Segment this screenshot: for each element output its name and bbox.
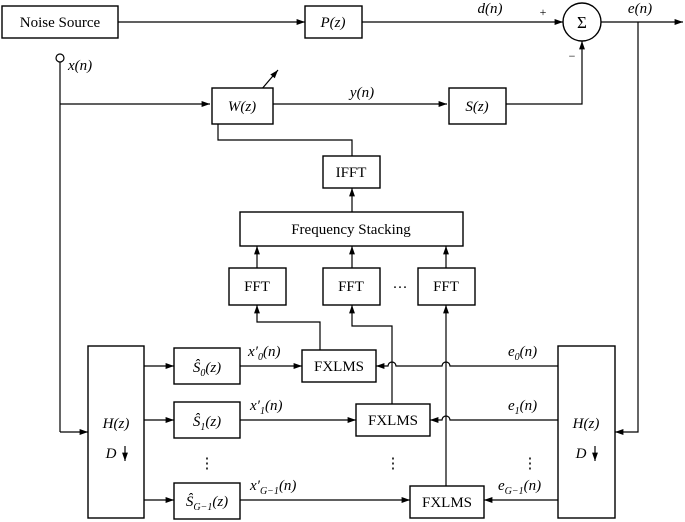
ifft-label: IFFT: [336, 165, 367, 181]
fxlms-label-2: FXLMS: [422, 495, 472, 511]
fft-label-0: FFT: [244, 279, 270, 295]
s-hat-label-2: ŜG−1(z): [186, 493, 228, 513]
s-hat-block-2: ŜG−1(z): [173, 482, 241, 520]
summing-junction: Σ + −: [540, 2, 602, 63]
frequency-stacking-block: Frequency Stacking: [239, 211, 464, 247]
fft-block-1: FFT: [322, 267, 381, 306]
analysis-filter-left-label: H(z): [102, 416, 130, 432]
fxlms-block-2: FXLMS: [409, 485, 485, 519]
adaptive-filter-w-label: W(z): [228, 99, 256, 115]
minus-sign: −: [569, 49, 576, 63]
x-prime-label-0: x′0(n): [247, 344, 280, 363]
noise-source-block: Noise Source: [1, 5, 119, 39]
secondary-path-s-label: S(z): [465, 99, 488, 115]
analysis-filter-right-label: H(z): [572, 416, 600, 432]
frequency-stacking-label: Frequency Stacking: [291, 222, 411, 238]
signal-wires: [55, 19, 683, 503]
x-signal-label: x(n): [67, 58, 92, 74]
sigma-symbol: Σ: [577, 13, 587, 32]
s-hat-label-1: Ŝ1(z): [193, 413, 221, 433]
fxlms-label-1: FXLMS: [368, 413, 418, 429]
analysis-filter-left-block: H(z) D: [87, 345, 145, 519]
x-prime-label-1: x′1(n): [249, 398, 282, 417]
x-prime-label-2: x′G−1(n): [249, 478, 296, 497]
d-signal-label: d(n): [478, 1, 503, 17]
fft-label-2: FFT: [433, 279, 459, 295]
fxlms-block-1: FXLMS: [355, 403, 431, 437]
fft-block-0: FFT: [228, 267, 287, 306]
y-signal-label: y(n): [348, 85, 374, 101]
downsample-right-label: D: [575, 446, 587, 462]
secondary-path-s-block: S(z): [448, 87, 507, 125]
s-hat-ellipsis: ⋮: [200, 456, 215, 472]
fxlms-block-0: FXLMS: [301, 349, 377, 383]
plant-p-block: P(z): [304, 5, 363, 39]
fft-block-2: FFT: [417, 267, 476, 306]
adaptive-filter-w-block: W(z): [211, 87, 274, 125]
analysis-filter-right-block: H(z) D: [557, 345, 616, 519]
plus-sign: +: [540, 5, 547, 19]
e-sub-label-2: eG−1(n): [498, 478, 541, 497]
e-sub-label-1: e1(n): [508, 398, 537, 417]
s-hat-block-0: Ŝ0(z): [173, 347, 241, 385]
plant-p-label: P(z): [320, 15, 346, 31]
noise-source-label: Noise Source: [20, 15, 101, 31]
s-hat-label-0: Ŝ0(z): [193, 359, 221, 379]
e-signal-label: e(n): [628, 1, 652, 17]
error-ellipsis: ⋮: [523, 456, 538, 472]
fxlms-label-0: FXLMS: [314, 359, 364, 375]
e-sub-label-0: e0(n): [508, 344, 537, 363]
s-hat-block-1: Ŝ1(z): [173, 401, 241, 439]
fxlms-ellipsis: ⋮: [386, 456, 401, 472]
fft-ellipsis: ···: [393, 280, 408, 296]
downsample-left-label: D: [105, 446, 117, 462]
fft-label-1: FFT: [338, 279, 364, 295]
ifft-block: IFFT: [322, 155, 381, 189]
